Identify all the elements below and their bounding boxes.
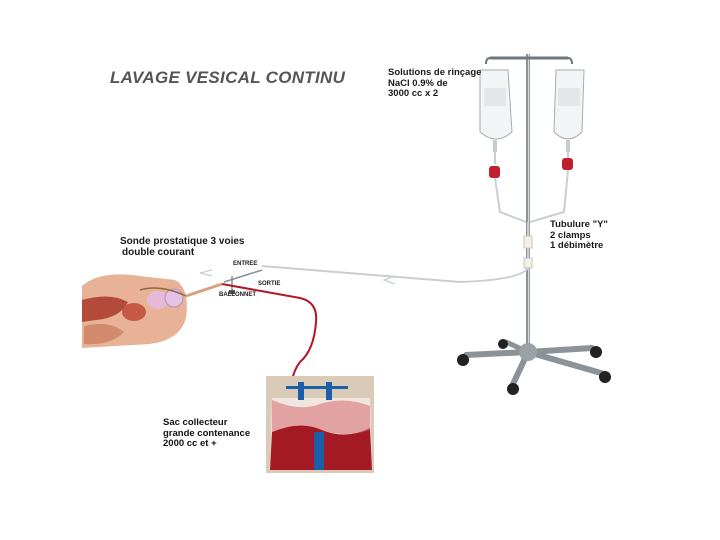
inlet-label: ENTREE — [233, 261, 258, 267]
drainage-tube — [221, 283, 318, 393]
y-tubing — [199, 222, 533, 285]
rinsing-solutions-line-3: 3000 cc x 2 — [388, 88, 439, 100]
collection-bag-line-1: Sac collecteur — [163, 417, 228, 428]
collection-bag — [266, 376, 374, 473]
y-tubing-line-1: Tubulure "Y" — [550, 219, 608, 230]
diagram-title: LAVAGE VESICAL CONTINU — [110, 68, 346, 87]
catheter-connector — [223, 269, 263, 294]
iv-bag-left — [479, 69, 527, 223]
y-tubing-label: Tubulure "Y" 2 clamps 1 débimètre — [550, 219, 608, 252]
iv-bag-right — [529, 69, 585, 223]
pelvis-anatomy — [82, 274, 223, 348]
balloon-label: BALLONNET — [219, 292, 256, 298]
catheter-line-2: double courant — [122, 247, 195, 259]
collection-bag-label: Sac collecteur grande contenance 2000 cc… — [163, 417, 251, 450]
image-panel — [78, 228, 718, 500]
rinsing-solutions-label: Solutions de rinçage NaCl 0.9% de 3000 c… — [388, 67, 482, 100]
iv-pole — [485, 54, 573, 354]
iv-pole-base — [457, 339, 611, 395]
collection-bag-line-2: grande contenance — [163, 427, 251, 439]
catheter-line-1: Sonde prostatique 3 voies — [120, 236, 245, 247]
rinsing-solutions-line-1: Solutions de rinçage — [388, 67, 482, 78]
y-tubing-line-2: 2 clamps — [550, 229, 591, 241]
outlet-label: SORTIE — [258, 281, 281, 287]
collection-bag-line-3: 2000 cc et + — [163, 438, 217, 450]
y-tubing-line-3: 1 débimètre — [550, 240, 604, 252]
catheter-label: Sonde prostatique 3 voies double courant — [120, 236, 244, 258]
rinsing-solutions-line-2: NaCl 0.9% de — [388, 77, 448, 89]
